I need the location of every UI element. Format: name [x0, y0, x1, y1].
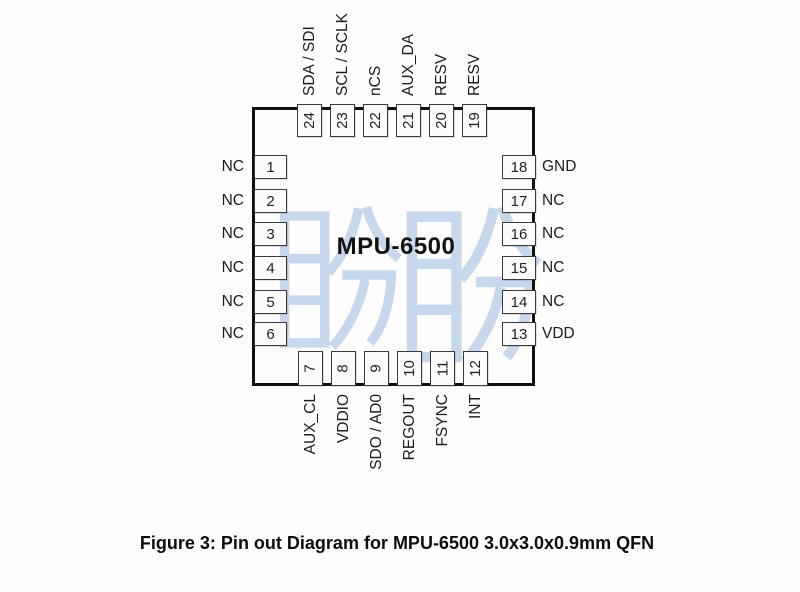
pin-18-label: GND [542, 158, 577, 175]
pin-17-label: NC [542, 192, 565, 209]
pin-23-box: 23 [330, 104, 355, 137]
pin-21-number: 21 [400, 112, 417, 129]
pin-9-box: 9 [364, 351, 389, 386]
pin-1-box: 1 [254, 155, 287, 179]
pin-12-number: 12 [467, 360, 484, 377]
pin-6-number: 6 [266, 325, 275, 343]
pin-11-number: 11 [433, 360, 451, 377]
pin-5-label: NC [221, 293, 244, 310]
pin-22-label: nCS [367, 65, 384, 96]
pin-4-number: 4 [266, 259, 275, 277]
pin-22-box: 22 [363, 104, 388, 137]
chip-body [252, 107, 535, 386]
pin-13-label: VDD [542, 325, 575, 342]
pin-1-number: 1 [266, 158, 275, 176]
pin-7-label: AUX_CL [302, 394, 319, 455]
pin-8-box: 8 [331, 351, 356, 386]
pin-12-box: 12 [463, 351, 488, 386]
pin-18-box: 18 [502, 155, 536, 179]
pin-5-number: 5 [266, 293, 275, 311]
pin-21-label: AUX_DA [400, 33, 417, 96]
pin-6-label: NC [221, 325, 244, 342]
chip-part-number: MPU-6500 [336, 233, 456, 260]
pin-14-number: 14 [510, 293, 528, 311]
pin-19-label: RESV [466, 53, 483, 96]
pin-6-box: 6 [254, 322, 287, 346]
pin-3-number: 3 [266, 225, 275, 243]
pin-3-label: NC [221, 225, 244, 242]
pin-1-label: NC [221, 158, 244, 175]
pin-20-number: 20 [433, 112, 450, 129]
pin-5-box: 5 [254, 290, 287, 314]
pin-3-box: 3 [254, 222, 287, 246]
pin-10-label: REGOUT [401, 394, 418, 461]
pin-24-label: SDA / SDI [301, 26, 318, 96]
pin-20-label: RESV [433, 53, 450, 96]
pin-21-box: 21 [396, 104, 421, 137]
pin-24-box: 24 [297, 104, 322, 137]
pin-15-number: 15 [510, 259, 528, 277]
pin-23-number: 23 [334, 112, 351, 129]
pin-22-number: 22 [367, 112, 384, 129]
pin-2-number: 2 [266, 192, 275, 210]
pin-2-box: 2 [254, 189, 287, 213]
pin-2-label: NC [221, 192, 244, 209]
figure-caption: Figure 3: Pin out Diagram for MPU-6500 3… [139, 533, 655, 553]
pin-19-box: 19 [462, 104, 487, 137]
pin-19-number: 19 [466, 112, 483, 129]
pin-4-label: NC [221, 259, 244, 276]
pin-16-box: 16 [502, 222, 536, 246]
pin-23-label: SCL / SCLK [334, 13, 351, 96]
pin-10-number: 10 [401, 360, 418, 377]
pin-16-number: 16 [510, 225, 528, 243]
pin-4-box: 4 [254, 256, 287, 280]
pin-24-number: 24 [301, 112, 318, 129]
pin-7-box: 7 [298, 351, 323, 386]
pin-11-box: 11 [430, 351, 455, 386]
pin-13-number: 13 [510, 325, 528, 343]
pin-17-box: 17 [502, 189, 536, 213]
pin-11-label: FSYNC [434, 394, 451, 447]
pin-17-number: 17 [510, 192, 528, 210]
pin-13-box: 13 [502, 322, 536, 346]
pin-15-label: NC [542, 259, 565, 276]
pin-8-label: VDDIO [335, 394, 352, 444]
pin-10-box: 10 [397, 351, 422, 386]
pin-16-label: NC [542, 225, 565, 242]
pin-18-number: 18 [510, 158, 528, 176]
pin-7-number: 7 [302, 364, 319, 373]
pin-12-label: INT [467, 394, 484, 419]
pin-8-number: 8 [335, 364, 352, 373]
pin-14-label: NC [542, 293, 565, 310]
pin-9-label: SDO / AD0 [368, 394, 385, 470]
pin-9-number: 9 [368, 364, 385, 373]
pin-14-box: 14 [502, 290, 536, 314]
pin-20-box: 20 [429, 104, 454, 137]
pin-15-box: 15 [502, 256, 536, 280]
